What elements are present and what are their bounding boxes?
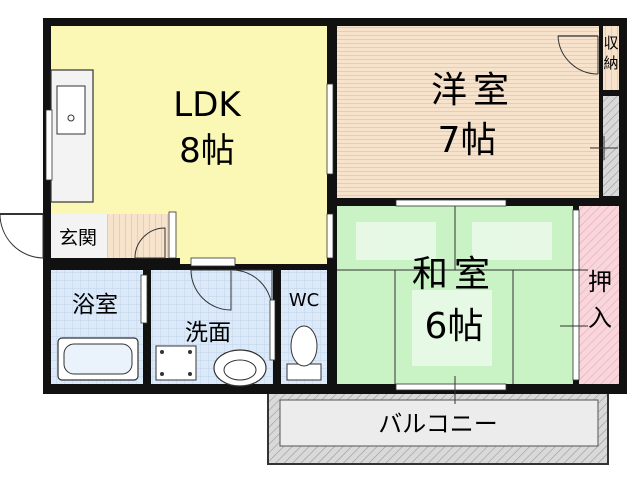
oshiire-label-2: 入 — [588, 304, 612, 332]
room-washroom — [151, 269, 276, 387]
room-japanese — [337, 206, 573, 384]
balcony — [267, 391, 609, 465]
bath-label: 浴室 — [72, 292, 118, 318]
western-size: 7帖 — [438, 120, 497, 161]
closet-storage-label-1: 収 — [603, 34, 618, 52]
balcony-label: バルコニー — [378, 410, 498, 438]
japanese-size: 6帖 — [425, 306, 484, 347]
room-toilet — [281, 270, 327, 384]
japanese-name: 和室 — [412, 254, 496, 295]
toilet-label: WC — [289, 290, 319, 311]
western-name: 洋室 — [431, 70, 515, 111]
ldk-name: LDK — [173, 85, 242, 125]
window-markers — [168, 83, 580, 391]
room-western — [337, 26, 599, 198]
entrance-label: 玄関 — [59, 227, 97, 249]
ldk-size: 8帖 — [179, 131, 235, 171]
kitchen-counter — [45, 69, 94, 203]
closet-storage — [603, 26, 619, 196]
entrance — [0, 213, 175, 259]
washroom-label: 洗面 — [185, 320, 231, 346]
crosshair-marks — [454, 136, 618, 404]
room-bath — [51, 270, 148, 384]
closet-storage-label-2: 納 — [603, 54, 618, 72]
closet-oshiire — [579, 206, 619, 384]
western-door — [557, 35, 599, 75]
oshiire-label-1: 押 — [588, 268, 612, 296]
